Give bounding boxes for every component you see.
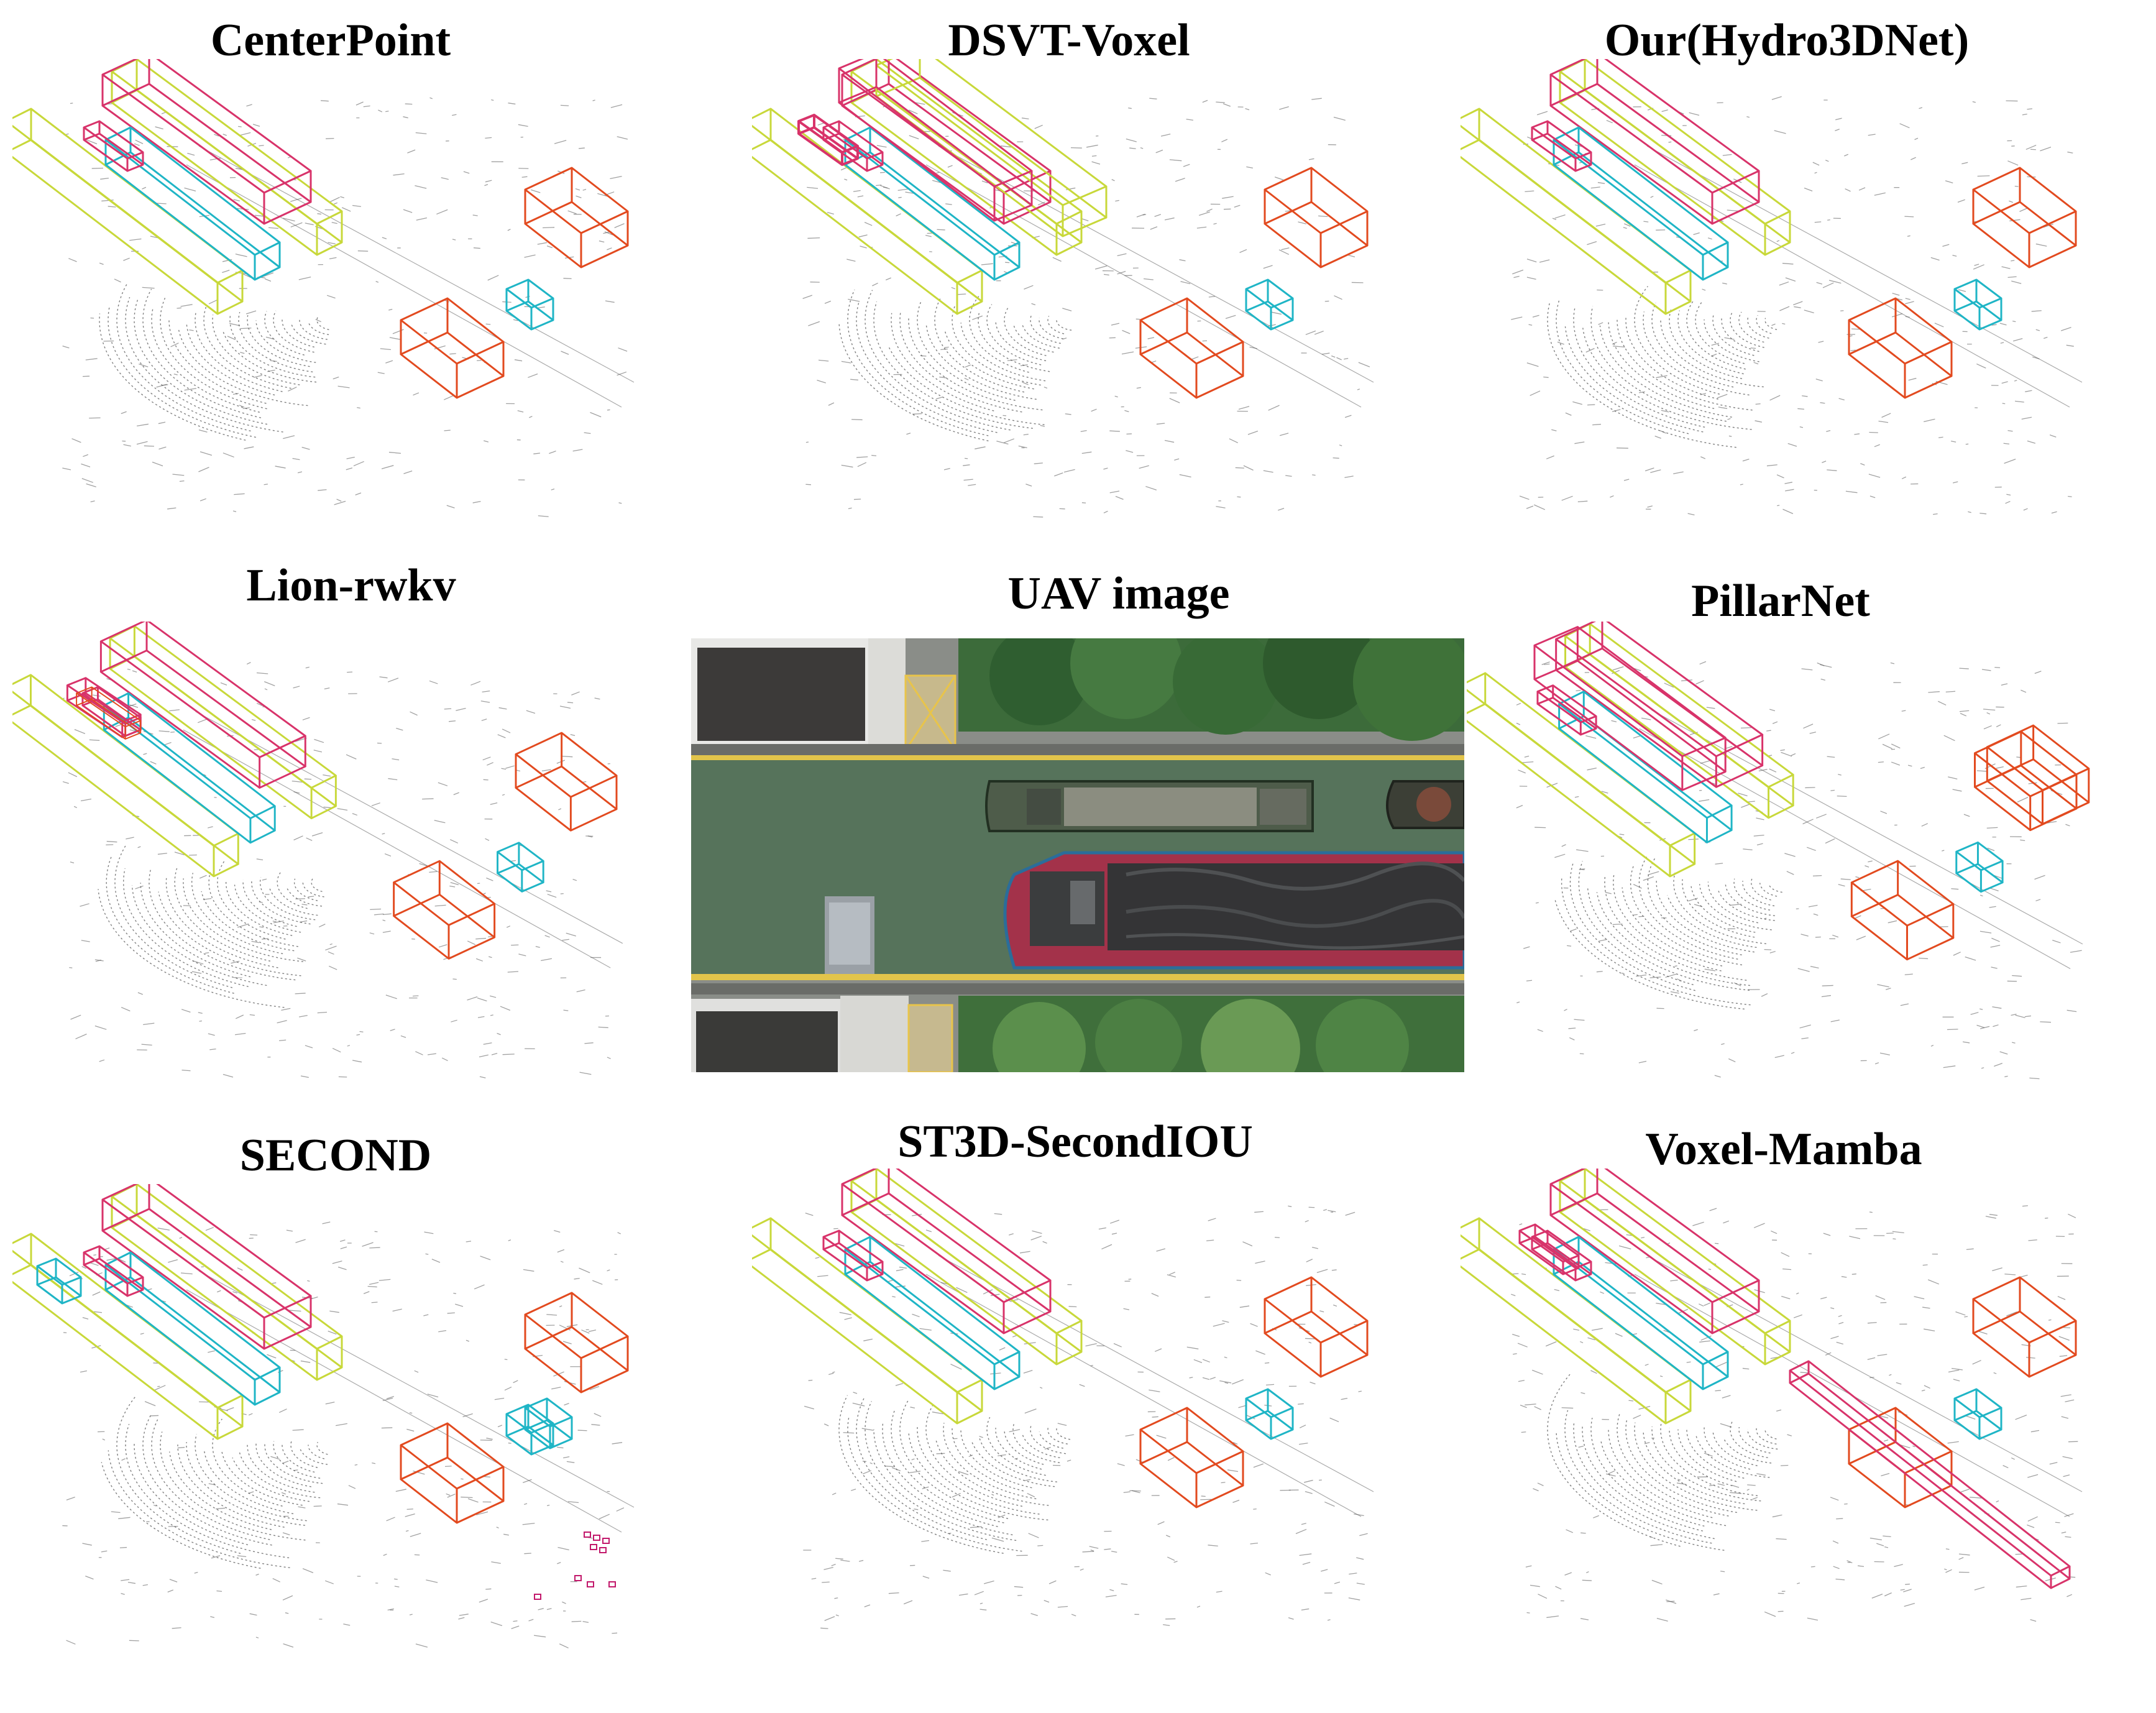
orange-box-bottom	[1848, 297, 1953, 399]
small-box-red	[83, 120, 144, 172]
ship-box-cyan	[1553, 126, 1729, 281]
cyan-box-small	[1953, 278, 2002, 331]
lidar-point-cloud	[62, 97, 635, 517]
orange-box-bottom	[393, 860, 496, 960]
detection-view-hydro3dnet	[1461, 59, 2083, 516]
detection-view-centerpoint	[12, 59, 635, 517]
lidar-point-cloud	[61, 662, 623, 1078]
ship-box-cyan	[844, 126, 1021, 281]
detection-view-voxelmamba	[1461, 1169, 2083, 1622]
orange-box-right	[1264, 167, 1369, 269]
small-box-red	[1536, 684, 1597, 736]
panel-title-hydro3dnet: Our(Hydro3DNet)	[1604, 15, 1970, 66]
orange-box-right	[524, 1292, 629, 1394]
panel-title-dsvt: DSVT-Voxel	[948, 15, 1190, 66]
detection-view-dsvt	[752, 59, 1374, 518]
detection-view-second	[12, 1184, 635, 1649]
small-box-red-extra	[797, 114, 859, 166]
ship-box-pink	[1549, 1169, 1760, 1334]
small-box-red-extra	[1518, 1223, 1580, 1275]
small-box-red	[83, 1245, 144, 1297]
lidar-point-cloud	[803, 1205, 1374, 1629]
panel-title-st3d: ST3D-SecondIOU	[897, 1116, 1253, 1167]
uav-aerial-photo	[691, 638, 1464, 1072]
panel-title-centerpoint: CenterPoint	[210, 15, 451, 66]
orange-box-right-extra	[1986, 724, 2090, 825]
lidar-point-cloud	[1511, 96, 2083, 516]
panel-title-lion: Lion-rwkv	[246, 560, 456, 611]
panel-title-pillarnet: PillarNet	[1691, 576, 1870, 627]
cyan-box-small	[1955, 841, 2004, 893]
orange-box-right	[515, 732, 618, 832]
orange-box-right	[1264, 1276, 1369, 1378]
orange-box-bottom	[1850, 860, 1955, 961]
lidar-point-cloud	[1510, 1205, 2083, 1622]
panel-title-voxelmamba: Voxel-Mamba	[1645, 1124, 1922, 1175]
orange-box-bottom	[400, 297, 505, 399]
ship-box-large-extra	[875, 59, 1108, 237]
panel-title-second: SECOND	[239, 1130, 432, 1181]
cyan-box-small	[1245, 1388, 1294, 1440]
ship-upper	[985, 780, 1314, 832]
lidar-point-cloud	[1516, 661, 2083, 1080]
top-edge-markings	[691, 755, 1464, 760]
ship-box-pink	[101, 1184, 312, 1350]
detection-view-lion	[12, 622, 623, 1078]
ship-box-cyan	[104, 126, 281, 281]
ship-lower-barge	[1003, 851, 1464, 970]
orange-box-bottom	[400, 1422, 505, 1524]
orange-box-right	[1972, 167, 2077, 269]
ship-box-cyan	[104, 1251, 281, 1406]
ship-box-cyan	[103, 692, 276, 844]
ship-box-pink-extra	[1533, 626, 1727, 791]
cyan-box-small	[1245, 278, 1294, 331]
lidar-point-cloud	[62, 1221, 635, 1649]
ship-box-pink	[1555, 622, 1764, 788]
cyan-box-small	[497, 842, 544, 893]
small-box-orange-extra	[76, 686, 142, 740]
ship-box-cyan	[1553, 1236, 1729, 1390]
ship-tug	[1386, 780, 1464, 829]
cyan-box-small-2	[524, 1397, 573, 1449]
cyan-box-small	[505, 278, 554, 331]
small-box-red	[822, 1229, 884, 1282]
lidar-point-cloud	[802, 98, 1374, 518]
ship-box-pink	[1549, 59, 1760, 225]
detection-view-st3d	[752, 1169, 1374, 1629]
panel-title-uav: UAV image	[1007, 568, 1230, 619]
cyan-box-small	[505, 1403, 554, 1456]
ship-box-pink-extra	[838, 59, 1033, 222]
cyan-box-left	[36, 1257, 82, 1305]
ship-box-cyan	[1558, 691, 1733, 843]
orange-box-right	[1972, 1276, 2077, 1378]
small-box-red	[1531, 120, 1592, 172]
orange-box-bottom	[1139, 297, 1244, 399]
false-positive-markers	[534, 1532, 616, 1600]
uav-scene	[691, 638, 1464, 1072]
orange-box-right	[524, 167, 629, 269]
ship-box-pink	[101, 59, 312, 225]
ship-box-pink	[99, 622, 306, 789]
orange-box-bottom	[1139, 1407, 1244, 1509]
cyan-box-small	[1953, 1388, 2002, 1440]
ship-box-pink	[841, 1169, 1052, 1334]
detection-view-pillarnet	[1467, 622, 2090, 1080]
ship-box-cyan	[844, 1236, 1021, 1390]
ship-box-pink-long	[1789, 1360, 2071, 1589]
